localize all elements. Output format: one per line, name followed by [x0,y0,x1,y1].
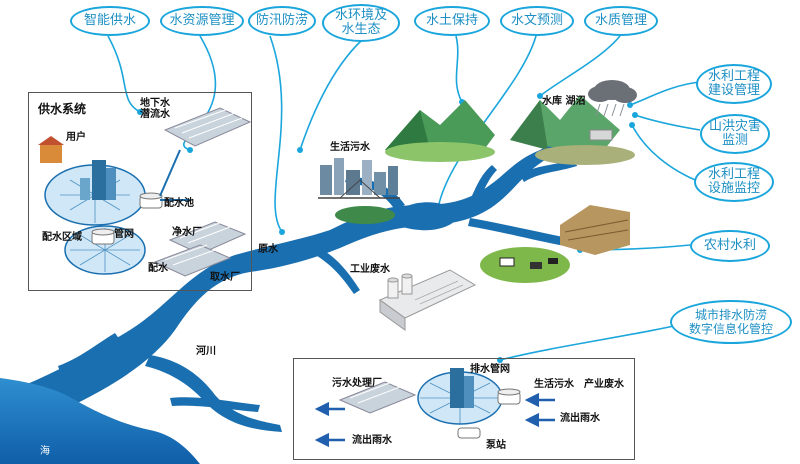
label-distribution-area: 配水区域 [42,232,82,243]
label-industrial-wastewater-drain: 产业废水 [584,379,624,390]
label-pipe-network: 管网 [114,229,134,240]
connector-hydro [437,35,537,209]
label-distribution-tank: 配水池 [164,198,194,209]
label-groundwater: 地下水 潜流水 [140,98,170,120]
mountain-graphics [385,80,637,165]
supply-system-box [28,92,252,291]
label-raw-water: 原水 [258,244,278,255]
bubble-flood-control[interactable]: 防汛防涝 [248,6,316,36]
label-pump-station: 泵站 [486,440,506,451]
drainage-box [293,358,635,460]
label-domestic-sewage-drain: 生活污水 [534,379,574,390]
supply-system-title: 供水系统 [38,102,87,116]
bubble-water-environment[interactable]: 水环境及 水生态 [322,4,400,42]
connector-facility [631,124,701,183]
label-rain-out-left: 流出雨水 [352,435,392,446]
connector-water-env [299,39,363,151]
bubble-soil-conservation[interactable]: 水土保持 [414,6,490,36]
bubble-facility-monitoring[interactable]: 水利工程 设施监控 [694,162,774,202]
connector-smart-supply [107,35,141,113]
label-river: 河川 [196,346,216,357]
connector-drainage [499,319,701,361]
bubble-urban-drainage[interactable]: 城市排水防涝 数字信息化管控 [670,300,792,344]
label-sea: 海 [40,446,50,457]
connector-construction [629,81,701,106]
label-water-intake: 取水厂 [210,272,240,283]
factory-graphics [378,269,477,331]
connector-flood-control [269,35,283,233]
bubble-smart-water-supply[interactable]: 智能供水 [70,6,150,36]
top-stream [520,160,577,182]
city-graphics [318,158,400,224]
terrace-graphics [560,205,630,255]
connector-quality [539,35,621,97]
farm-graphics [480,247,570,283]
label-drainage-network: 排水管网 [470,364,510,375]
connector-mountain [634,114,701,131]
label-domestic-sewage: 生活污水 [330,142,370,153]
label-sewage-plant: 污水处理厂 [332,378,382,389]
label-reservoir-lake: 水库 湖沼 [542,96,586,107]
bubble-water-quality[interactable]: 水质管理 [584,6,658,36]
bubble-mountain-flood[interactable]: 山洪灾害 监测 [700,114,770,154]
label-industrial-wastewater: 工业废水 [350,264,390,275]
label-rain-out-right: 流出雨水 [560,413,600,424]
label-purification-plant: 净水厂 [172,227,202,238]
industrial-branch [314,248,360,294]
bubble-hydraulic-construction[interactable]: 水利工程 建设管理 [696,64,772,104]
left-branch [58,333,120,372]
bubble-hydrological-forecast[interactable]: 水文预测 [500,6,574,36]
lake-body [394,202,458,231]
rural-branch [468,218,580,248]
drainage-graphics [314,368,555,448]
bubble-water-resources[interactable]: 水资源管理 [160,6,244,36]
upper-branch-b [470,165,497,205]
connector-soil [455,35,463,103]
sea [0,378,200,464]
supply-system-graphics [38,107,252,277]
estuary [170,397,260,412]
lower-branch [145,355,282,432]
label-user: 用户 [66,132,86,143]
bubble-rural-water[interactable]: 农村水利 [690,230,770,262]
river-network [0,130,592,432]
label-water-distribution: 配水 [148,263,168,274]
